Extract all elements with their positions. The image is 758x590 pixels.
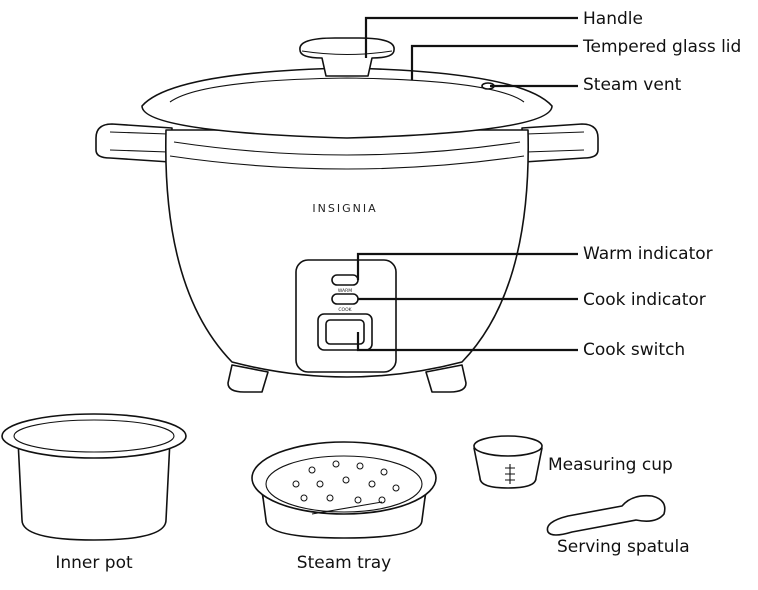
leader-lines	[356, 16, 578, 352]
warm-indicator-label: Warm indicator	[583, 244, 713, 264]
steam-tray-label: Steam tray	[297, 553, 391, 573]
glass-lid-label: Tempered glass lid	[582, 37, 741, 57]
steam-tray	[251, 441, 437, 539]
side-handle-right	[521, 123, 599, 163]
rice-cooker: INSIGNIA WARM COOK	[95, 37, 599, 393]
inner-pot	[1, 413, 187, 541]
serving-spatula	[546, 494, 666, 536]
glass-lid	[141, 67, 553, 139]
side-handle-left	[95, 123, 173, 163]
cook-indicator-label: Cook indicator	[583, 290, 706, 310]
cook-indicator-light	[331, 293, 359, 305]
cooker-body	[164, 129, 530, 378]
measuring-cup-label: Measuring cup	[548, 455, 673, 475]
warm-panel-label: WARM	[338, 288, 352, 294]
warm-indicator-light	[331, 274, 359, 286]
cook-panel-label: COOK	[338, 307, 352, 313]
inner-pot-label: Inner pot	[55, 553, 133, 573]
measuring-cup	[473, 435, 543, 489]
handle-label: Handle	[583, 9, 643, 29]
serving-spatula-label: Serving spatula	[557, 537, 690, 557]
brand-logo: INSIGNIA	[312, 202, 377, 215]
cook-switch-label: Cook switch	[583, 340, 685, 360]
lid-handle	[299, 37, 395, 77]
steam-vent-label: Steam vent	[583, 75, 682, 95]
